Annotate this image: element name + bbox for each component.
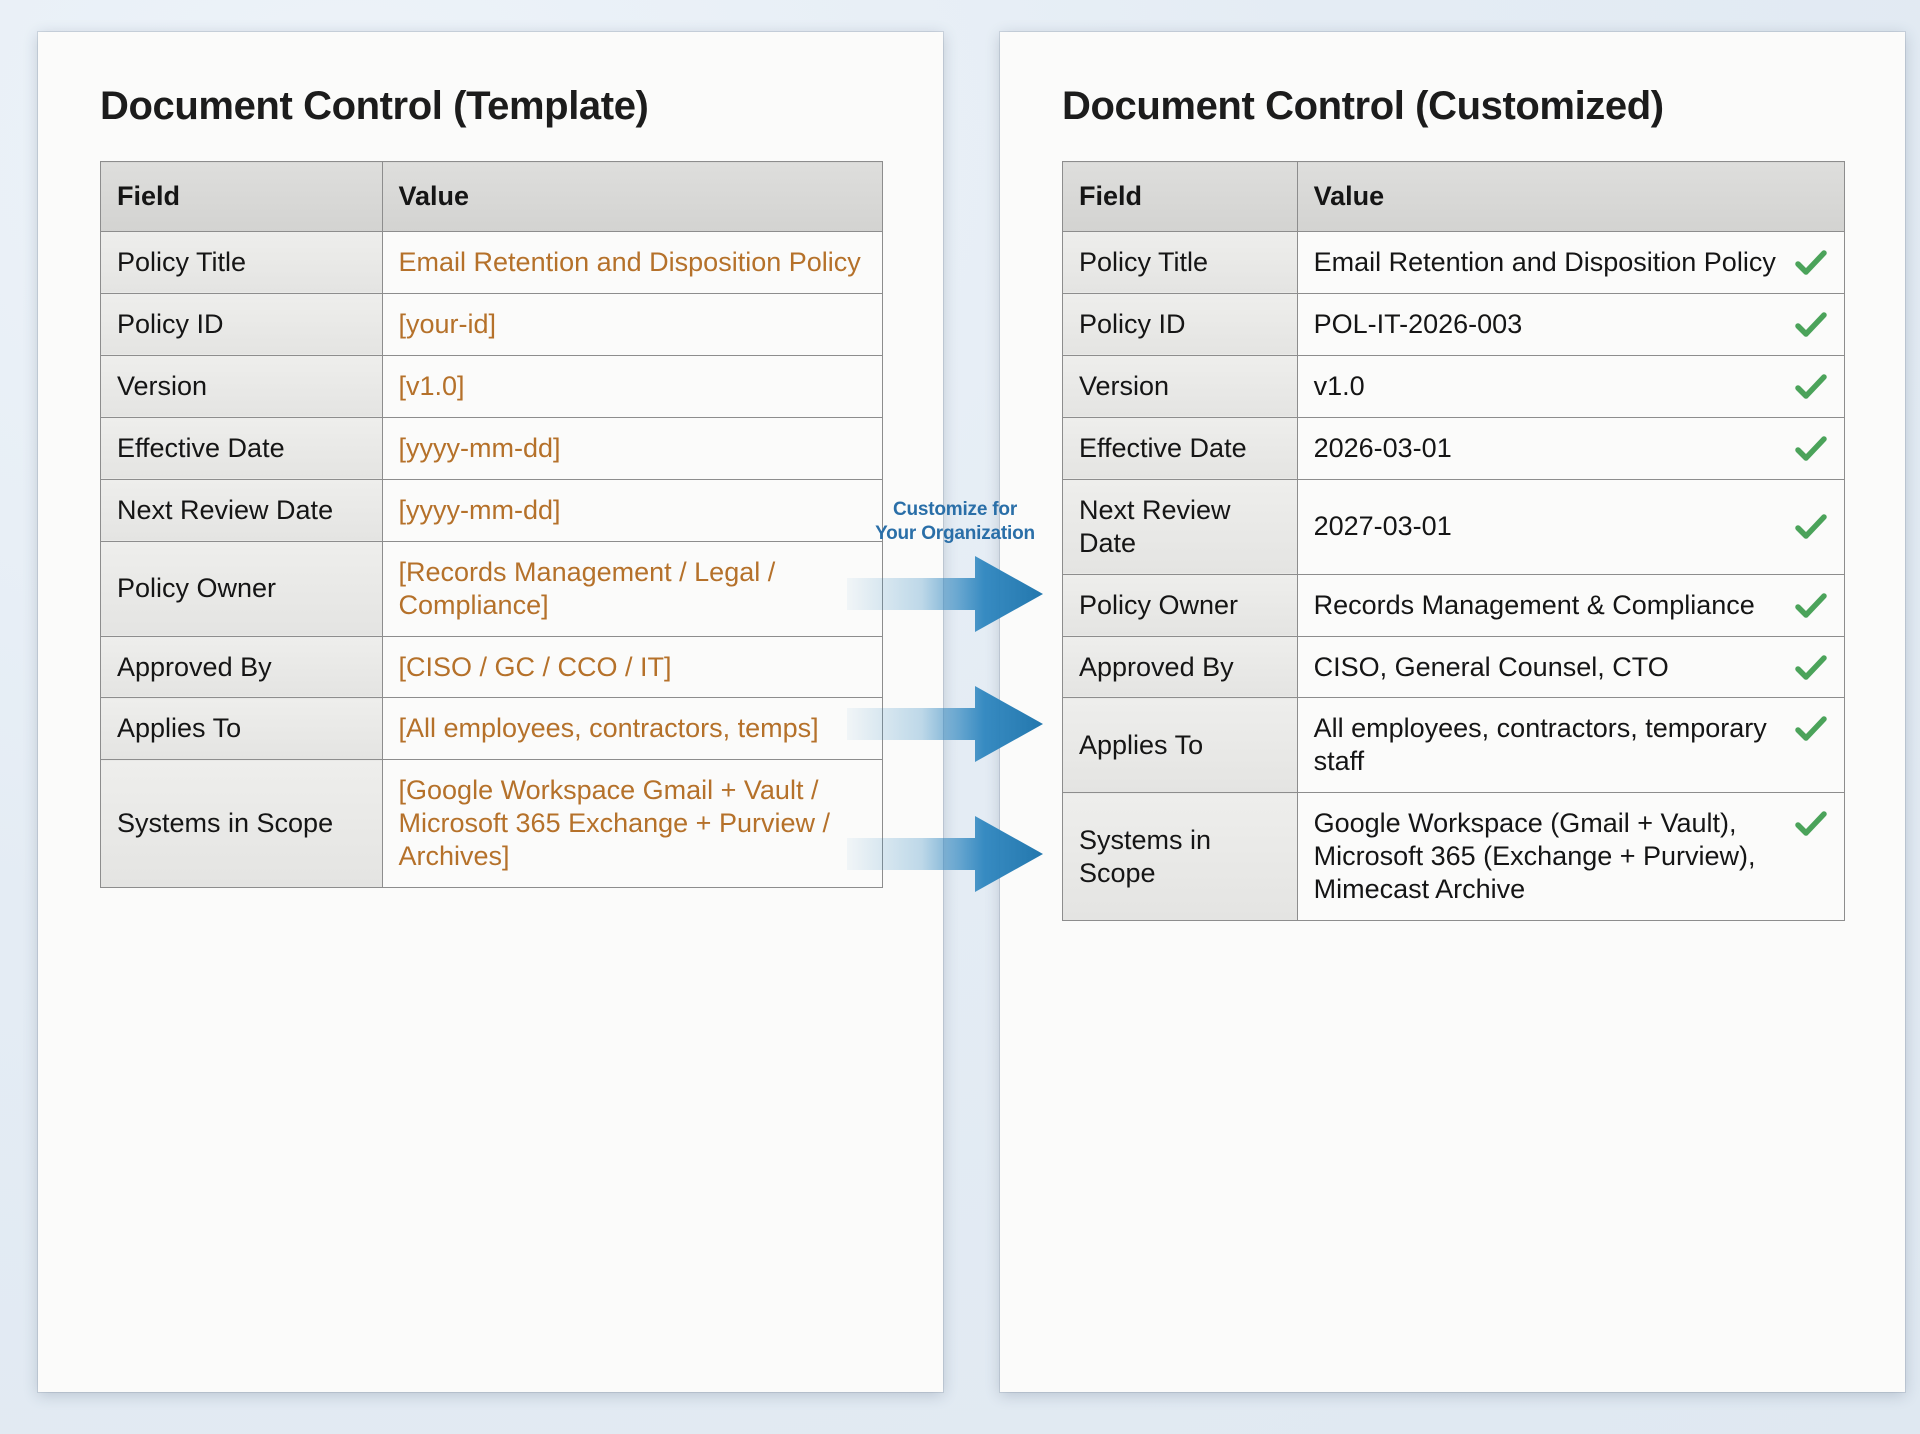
table-row: Effective Date [yyyy-mm-dd] (100, 416, 884, 480)
field-value-cell: Email Retention and Disposition Policy (1296, 230, 1846, 294)
table-row: Version v1.0 (1062, 354, 1846, 418)
field-value-cell: v1.0 (1296, 354, 1846, 418)
check-icon (1794, 512, 1828, 542)
field-value: v1.0 (1313, 370, 1365, 401)
column-header-value: Value (381, 161, 884, 232)
table-row: Policy ID POL-IT-2026-003 (1062, 292, 1846, 356)
field-label: Policy Owner (100, 540, 383, 637)
table-row: Applies To All employees, contractors, t… (1062, 697, 1846, 794)
field-label: Next Review Date (100, 478, 383, 542)
column-header-field: Field (1062, 161, 1298, 232)
field-label: Effective Date (1062, 416, 1298, 480)
field-label: Policy Owner (1062, 573, 1298, 637)
table-row: Effective Date 2026-03-01 (1062, 416, 1846, 480)
field-value-cell: CISO, General Counsel, CTO (1296, 635, 1846, 699)
field-label: Effective Date (100, 416, 383, 480)
field-value: [All employees, contractors, temps] (381, 697, 884, 761)
field-label: Systems in Scope (100, 759, 383, 889)
customized-panel: Document Control (Customized) Field Valu… (1000, 32, 1905, 1392)
field-value-cell: 2026-03-01 (1296, 416, 1846, 480)
table-row: Policy Title Email Retention and Disposi… (100, 230, 884, 294)
table-header-row: Field Value (100, 161, 884, 232)
field-label: Approved By (1062, 635, 1298, 699)
field-value: Email Retention and Disposition Policy (381, 230, 884, 294)
table-row: Systems in Scope Google Workspace (Gmail… (1062, 792, 1846, 922)
table-row: Next Review Date [yyyy-mm-dd] (100, 478, 884, 542)
check-icon (1794, 714, 1828, 744)
field-value-cell: All employees, contractors, temporary st… (1296, 697, 1846, 794)
field-label: Approved By (100, 635, 383, 699)
check-icon (1794, 372, 1828, 402)
table-row: Policy Title Email Retention and Disposi… (1062, 230, 1846, 294)
check-icon (1794, 653, 1828, 683)
field-label: Version (1062, 354, 1298, 418)
check-icon (1794, 248, 1828, 278)
field-value-cell: POL-IT-2026-003 (1296, 292, 1846, 356)
check-icon (1794, 809, 1828, 839)
field-value-cell: Google Workspace (Gmail + Vault), Micros… (1296, 792, 1846, 922)
check-icon (1794, 591, 1828, 621)
field-value: Records Management & Compliance (1313, 589, 1755, 620)
field-label: Applies To (100, 697, 383, 761)
field-value: Email Retention and Disposition Policy (1313, 246, 1776, 277)
field-value: 2026-03-01 (1313, 432, 1452, 463)
table-row: Systems in Scope [Google Workspace Gmail… (100, 759, 884, 889)
field-value: All employees, contractors, temporary st… (1313, 713, 1767, 777)
table-row: Policy Owner [Records Management / Legal… (100, 540, 884, 637)
template-table: Field Value Policy Title Email Retention… (100, 161, 884, 889)
field-value: Google Workspace (Gmail + Vault), Micros… (1313, 808, 1756, 905)
field-value: POL-IT-2026-003 (1313, 308, 1523, 339)
table-row: Policy ID [your-id] (100, 292, 884, 356)
table-header-row: Field Value (1062, 161, 1846, 232)
field-value: [CISO / GC / CCO / IT] (381, 635, 884, 699)
field-value: [yyyy-mm-dd] (381, 416, 884, 480)
column-header-field: Field (100, 161, 383, 232)
customized-panel-title: Document Control (Customized) (1062, 84, 1664, 128)
field-value: CISO, General Counsel, CTO (1313, 651, 1669, 682)
field-value: [your-id] (381, 292, 884, 356)
check-icon (1794, 434, 1828, 464)
table-row: Next Review Date 2027-03-01 (1062, 478, 1846, 575)
field-label: Policy Title (1062, 230, 1298, 294)
field-value: [Records Management / Legal / Compliance… (381, 540, 884, 637)
table-row: Approved By CISO, General Counsel, CTO (1062, 635, 1846, 699)
field-label: Version (100, 354, 383, 418)
field-label: Policy Title (100, 230, 383, 294)
field-label: Applies To (1062, 697, 1298, 794)
template-panel-title: Document Control (Template) (100, 84, 649, 128)
field-label: Policy ID (100, 292, 383, 356)
field-label: Systems in Scope (1062, 792, 1298, 922)
field-value: 2027-03-01 (1313, 511, 1452, 542)
field-value: [v1.0] (381, 354, 884, 418)
field-value-cell: Records Management & Compliance (1296, 573, 1846, 637)
table-row: Version [v1.0] (100, 354, 884, 418)
field-label: Next Review Date (1062, 478, 1298, 575)
field-value: [Google Workspace Gmail + Vault / Micros… (381, 759, 884, 889)
check-icon (1794, 310, 1828, 340)
field-label: Policy ID (1062, 292, 1298, 356)
field-value-cell: 2027-03-01 (1296, 478, 1846, 575)
table-row: Applies To [All employees, contractors, … (100, 697, 884, 761)
table-row: Approved By [CISO / GC / CCO / IT] (100, 635, 884, 699)
field-value: [yyyy-mm-dd] (381, 478, 884, 542)
template-panel: Document Control (Template) Field Value … (38, 32, 943, 1392)
table-row: Policy Owner Records Management & Compli… (1062, 573, 1846, 637)
column-header-value: Value (1296, 161, 1846, 232)
customized-table: Field Value Policy Title Email Retention… (1062, 161, 1846, 922)
